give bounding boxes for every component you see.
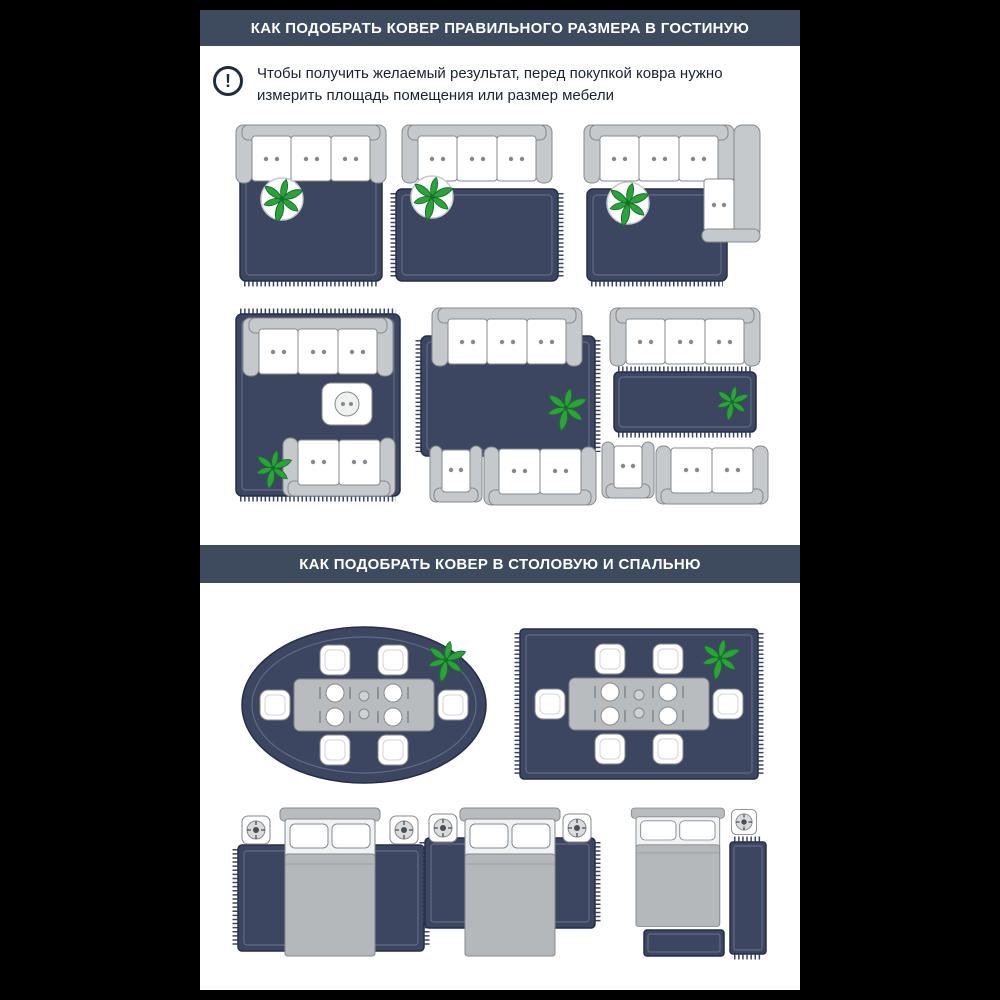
nightstand-lamp-icon (389, 815, 419, 845)
sofa-icon (401, 124, 553, 184)
section-living-header: КАК ПОДОБРАТЬ КОВЕР ПРАВИЛЬНОГО РАЗМЕРА … (200, 10, 800, 46)
diagram-front-legs-on-rug (415, 307, 601, 506)
diagram-oval-rug-dining-set (241, 626, 487, 784)
nightstand-lamp-icon (428, 813, 458, 843)
sofa-icon (431, 307, 583, 367)
warning-text: Чтобы получить желаемый результат, перед… (257, 65, 723, 104)
armchair-icon (601, 441, 655, 499)
bedside-runner-rug (729, 841, 767, 955)
sofa-icon (483, 446, 597, 506)
armchair-icon (429, 445, 483, 503)
sofa-icon (609, 307, 761, 367)
nightstand-lamp-icon (730, 808, 758, 836)
diagram-rect-rug-dining-set (514, 628, 764, 780)
diagram-rug-in-front-of-sofa (390, 124, 564, 282)
sofa-icon (655, 445, 769, 505)
exclamation-circle-icon: ! (213, 66, 243, 96)
diagram-wide-rug-under-bed (232, 807, 430, 957)
rug (613, 371, 757, 433)
sofa-icon (583, 124, 735, 184)
sofa-icon (235, 124, 387, 184)
bed-icon (279, 807, 381, 957)
corner-chaise (701, 124, 761, 243)
content-area: КАК ПОДОБРАТЬ КОВЕР ПРАВИЛЬНОГО РАЗМЕРА … (200, 10, 800, 990)
sofa-icon (242, 317, 394, 377)
rug (239, 168, 383, 282)
bed-icon (459, 807, 561, 957)
diagram-bedside-runner-rugs (630, 807, 767, 960)
diagram-rug-under-two-thirds-of-bed (419, 807, 601, 957)
diagram-rug-under-sofa-front-legs (235, 124, 387, 287)
section-dining-header: КАК ПОДОБРАТЬ КОВЕР В СТОЛОВУЮ И СПАЛЬНЮ (200, 545, 800, 583)
nightstand-lamp-icon (562, 813, 592, 843)
sofa-icon (282, 437, 396, 497)
coffee-table-icon (321, 382, 373, 426)
bed-icon (630, 807, 725, 927)
nightstand-lamp-icon (241, 815, 271, 845)
diagram-all-furniture-on-large-rug (235, 308, 401, 502)
foot-mat-rug (643, 929, 725, 957)
diagram-rug-with-corner-sofa (583, 124, 761, 287)
diagram-small-rug-between-sofas (601, 307, 769, 505)
